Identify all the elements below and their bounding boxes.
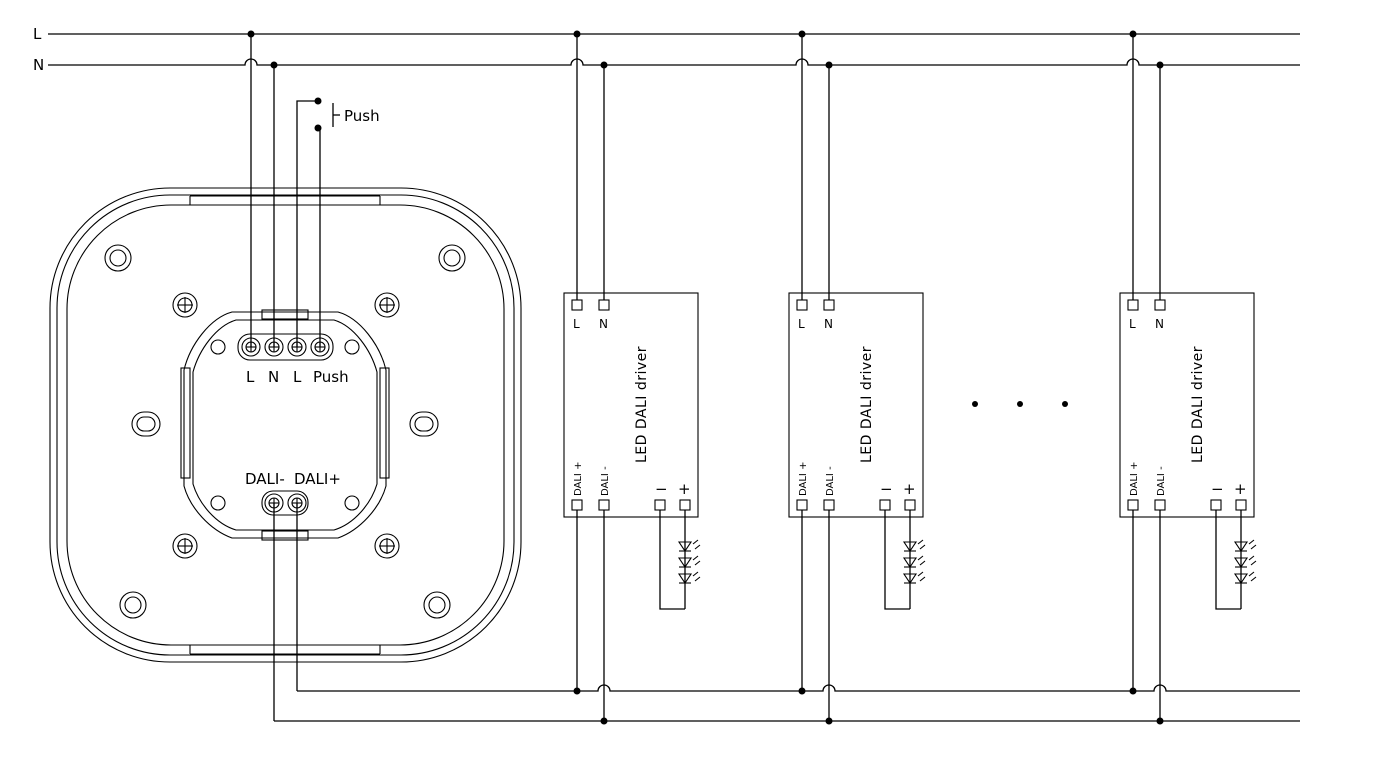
dali-terminal-block [261,490,309,516]
dali-bus [274,684,1300,722]
driver-terminal-dali-plus [571,499,583,511]
driver-terminal-dali-minus [823,499,835,511]
driver-label-dali-plus: DALI + [573,462,584,496]
driver-terminal-l [571,299,583,311]
driver-label-out-minus: − [1211,480,1224,498]
controller-module-body [183,311,387,539]
driver-terminal-out-plus [679,499,691,511]
driver-terminal-out-minus [879,499,891,511]
controller-wiring [250,34,321,721]
driver-terminal-dali-plus [796,499,808,511]
driver-label-n: N [1155,317,1164,331]
led-dali-driver: L N LED DALI driver DALI + DALI - − + [563,30,701,725]
driver-box [788,292,924,518]
driver-terminal-dali-plus [1127,499,1139,511]
neutral-line-label: N [33,56,44,74]
driver-label-dali-minus: DALI - [825,466,836,496]
driver-terminal-n [1154,299,1166,311]
module-hole-icon [210,339,226,355]
terminal-label-n: N [268,368,279,386]
neutral-bus-line [48,58,1300,66]
driver-label-out-plus: + [903,480,916,498]
driver-label-out-plus: + [1234,480,1247,498]
terminal-screw-icon [241,337,330,357]
driver-label-l: L [573,317,580,331]
module-hole-icon [344,495,360,511]
led-dali-driver: L N LED DALI driver DALI + DALI - − + [788,30,926,725]
dali-minus-label: DALI- [245,470,285,488]
driver-label-dali-plus: DALI + [798,462,809,496]
driver-terminal-n [598,299,610,311]
led-icon [902,539,926,584]
driver-terminal-out-plus [904,499,916,511]
terminal-label-push: Push [313,368,349,386]
push-button-switch: Push [314,97,380,132]
driver-terminal-out-plus [1235,499,1247,511]
controller-housing-outer [49,187,522,663]
mains-bus: L N [33,25,1300,74]
driver-terminal-out-minus [654,499,666,511]
driver-terminal-l [1127,299,1139,311]
led-icon [677,539,701,584]
driver-terminal-out-minus [1210,499,1222,511]
module-hole-icon [344,339,360,355]
live-line-label: L [33,25,42,43]
driver-title: LED DALI driver [859,346,875,463]
driver-label-l: L [1129,317,1136,331]
push-label: Push [344,107,380,125]
driver-terminal-dali-minus [598,499,610,511]
led-dali-driver: L N LED DALI driver DALI + DALI - − + [1119,30,1257,725]
mounting-hole-icon [104,244,466,619]
power-terminal-block [237,333,334,361]
driver-label-out-minus: − [880,480,893,498]
driver-label-dali-minus: DALI - [1156,466,1167,496]
driver-title: LED DALI driver [634,346,650,463]
module-hole-icon [210,495,226,511]
driver-box [1119,292,1255,518]
screw-icon [172,292,400,559]
dali-controller: L N L Push DALI- DALI+ [49,187,522,663]
side-slot-icon [131,411,439,437]
more-drivers-ellipsis [972,401,1068,407]
dali-plus-label: DALI+ [294,470,341,488]
driver-terminal-n [823,299,835,311]
led-icon [1233,539,1257,584]
terminal-label-l2: L [293,368,302,386]
driver-label-dali-plus: DALI + [1129,462,1140,496]
driver-label-n: N [824,317,833,331]
controller-housing-mid [56,194,515,656]
terminal-screw-icon [264,493,307,513]
driver-label-l: L [798,317,805,331]
driver-title: LED DALI driver [1190,346,1206,463]
driver-label-n: N [599,317,608,331]
driver-terminal-dali-minus [1154,499,1166,511]
driver-label-out-minus: − [655,480,668,498]
driver-label-out-plus: + [678,480,691,498]
dali-plus-bus-line [297,684,1300,692]
driver-box [563,292,699,518]
terminal-label-l1: L [246,368,255,386]
driver-terminal-l [796,299,808,311]
driver-label-dali-minus: DALI - [600,466,611,496]
